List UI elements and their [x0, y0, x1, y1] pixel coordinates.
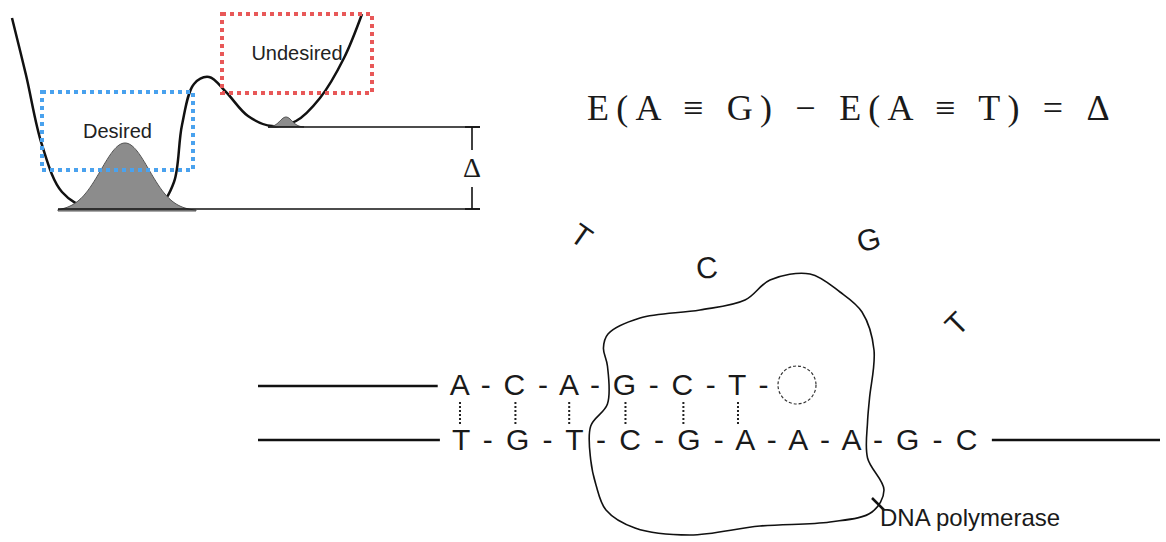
- dotted-outline: [222, 14, 372, 93]
- dotted-region-box: Desired: [40, 90, 195, 172]
- base-pair-bond: [737, 402, 739, 425]
- dna-backbone: [258, 439, 440, 442]
- population-distribution: [268, 117, 304, 127]
- free-nucleotide: T: [938, 305, 975, 342]
- polymerase-outline: [589, 273, 884, 535]
- dimension-line: [471, 187, 473, 209]
- dotted-region-box: Undesired: [220, 12, 374, 95]
- dimension-line: [465, 208, 480, 210]
- dotted-outline: [42, 92, 193, 170]
- region-label: Desired: [83, 120, 152, 143]
- energy-landscape: [12, 14, 480, 211]
- dimension-line: [471, 127, 473, 150]
- part-label: DNA polymerase: [880, 504, 1060, 532]
- region-label: Undesired: [251, 42, 342, 65]
- population-distribution: [58, 143, 196, 211]
- free-nucleotide: C: [695, 250, 720, 286]
- energy-curve: [12, 14, 362, 207]
- base-pair-bond: [682, 402, 684, 425]
- dna-backbone: [258, 385, 438, 388]
- dimension-line: [268, 126, 480, 128]
- dna-strand: A - C - A - G - C - T -: [450, 368, 771, 403]
- dna-strand: T - G - T - C - G - A - A - A - G - C: [452, 423, 980, 458]
- dna-backbone: [992, 439, 1160, 442]
- base-pair-bond: [624, 402, 626, 425]
- dna-illustration: [258, 273, 1160, 535]
- dimension-line: [58, 208, 480, 210]
- base-pair-bond: [568, 402, 570, 425]
- empty-site: [778, 366, 816, 404]
- base-pair-bond: [514, 402, 516, 425]
- energy-equation: E(A ≡ G) − E(A ≡ T) = Δ: [587, 88, 1117, 129]
- free-nucleotide: T: [564, 216, 599, 255]
- free-nucleotide: G: [852, 220, 883, 259]
- base-pair-bond: [459, 402, 461, 425]
- delta-symbol: Δ: [463, 152, 481, 184]
- dimension-line: [465, 126, 480, 128]
